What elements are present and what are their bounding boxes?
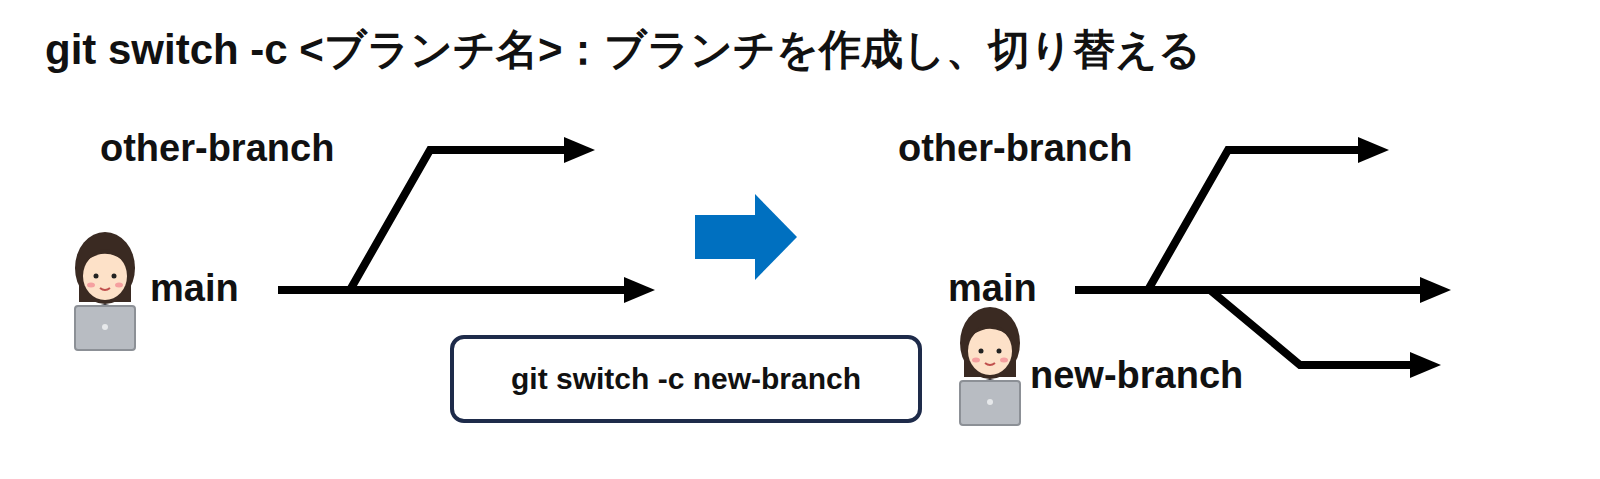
main-line bbox=[1075, 286, 1424, 294]
branch-name: other-branch bbox=[100, 127, 334, 170]
main-line bbox=[278, 286, 628, 294]
arrowhead bbox=[1358, 137, 1389, 163]
branch-name: new-branch bbox=[1030, 354, 1243, 397]
arrowhead bbox=[564, 137, 595, 163]
user-icon bbox=[75, 232, 135, 350]
branch-name: main bbox=[948, 267, 1037, 310]
other-line bbox=[350, 150, 568, 290]
arrowhead bbox=[1420, 277, 1451, 303]
arrowhead bbox=[624, 277, 655, 303]
branch-lines bbox=[278, 150, 1424, 365]
page-title: git switch -c <ブランチ名>：ブランチを作成し、切り替える bbox=[45, 22, 1201, 78]
branch-name: main bbox=[150, 267, 239, 310]
other-line bbox=[1148, 150, 1362, 290]
command-box: git switch -c new-branch bbox=[450, 335, 922, 423]
transition-arrow bbox=[695, 194, 797, 280]
arrowhead bbox=[1410, 352, 1441, 378]
branch-name: other-branch bbox=[898, 127, 1132, 170]
user-icon bbox=[960, 307, 1020, 425]
command-text: git switch -c new-branch bbox=[511, 362, 861, 396]
